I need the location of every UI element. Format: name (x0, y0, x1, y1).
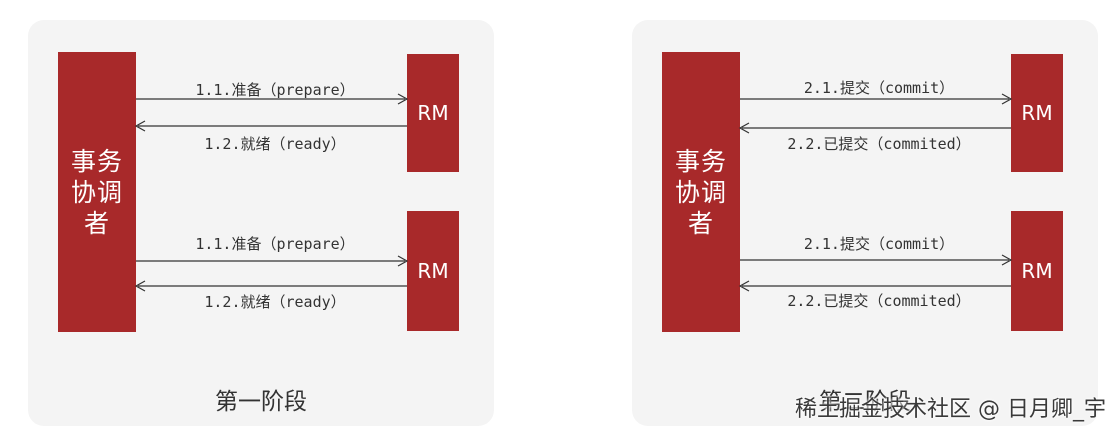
phase1-msg-bottom-reply: 1.2.就绪（ready） (204, 293, 346, 311)
phase2-arrowhead-bottom-request (1001, 254, 1013, 266)
phase2-msg-bottom-reply: 2.2.已提交（commited） (787, 292, 971, 310)
phase2-coordinator-block: 事务协调者 (662, 52, 740, 332)
phase1-caption: 第一阶段 (215, 389, 307, 415)
phase1-msg-bottom-request: 1.1.准备（prepare） (195, 235, 355, 253)
phase1-arrowhead-bottom-request (397, 255, 409, 267)
phase2-arrowhead-top-reply (738, 122, 750, 134)
phase2-msg-bottom-request: 2.1.提交（commit） (803, 235, 955, 253)
phase1-arrowhead-bottom-reply (134, 280, 146, 292)
phase2-arrowhead-top-request (1001, 93, 1013, 105)
phase2-panel: 事务协调者 RM RM 2.1.提交（commit） 2.2.已提交（commi… (632, 20, 1098, 426)
phase1-arrowhead-top-request (397, 93, 409, 105)
phase2-coordinator-label: 事务协调者 (675, 146, 728, 238)
phase2-rm-top: RM (1011, 54, 1063, 172)
phase1-rm-top: RM (407, 54, 459, 172)
phase2-arrowhead-bottom-reply (738, 280, 750, 292)
phase2-msg-top-request: 2.1.提交（commit） (803, 79, 955, 97)
phase1-panel: 事务协调者 RM RM 1.1.准备（prepare） 1.2.就绪（ready… (28, 20, 494, 426)
phase1-msg-top-request: 1.1.准备（prepare） (195, 81, 355, 99)
watermark: 稀土掘金技术社区 @ 日月卿_宇 (795, 397, 1106, 422)
phase1-rm-bottom: RM (407, 211, 459, 331)
phase1-arrowhead-top-reply (134, 120, 146, 132)
phase1-coordinator-block: 事务协调者 (58, 52, 136, 332)
phase2-caption: 第二阶段 (819, 389, 911, 415)
phase1-coordinator-label: 事务协调者 (71, 146, 124, 238)
phase2-rm-bottom: RM (1011, 211, 1063, 331)
phase2-msg-top-reply: 2.2.已提交（commited） (787, 135, 971, 153)
phase1-msg-top-reply: 1.2.就绪（ready） (204, 135, 346, 153)
